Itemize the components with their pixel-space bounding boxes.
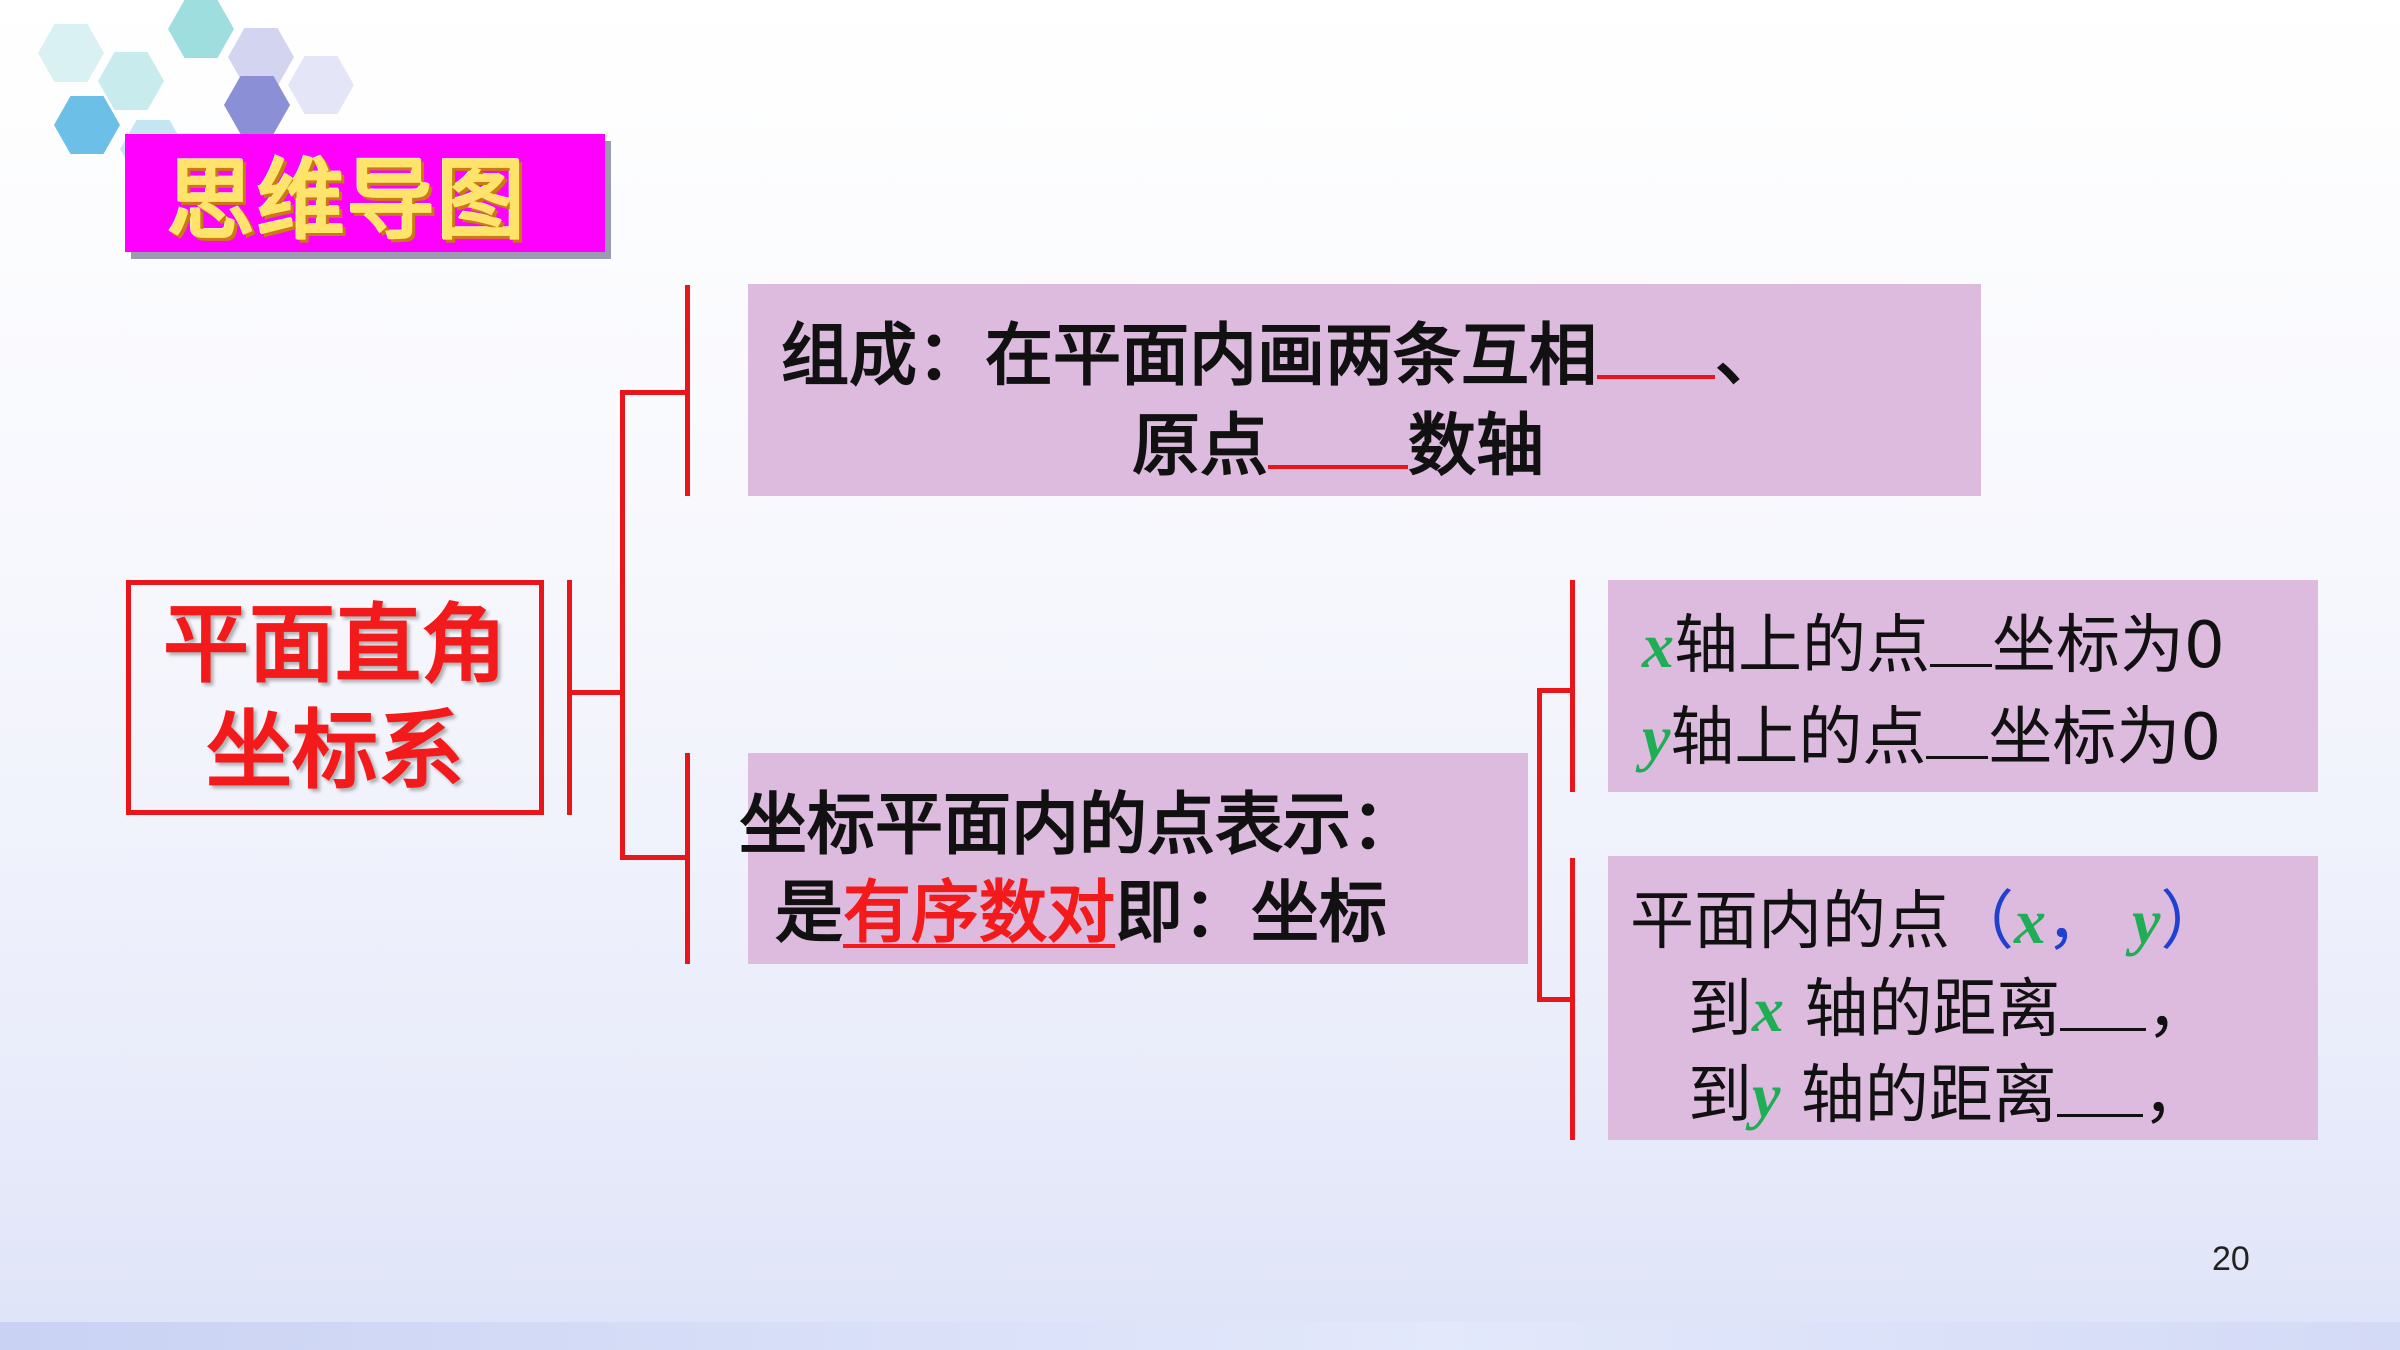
hexagon-shape xyxy=(54,96,120,154)
y-axis-coordinate-text: 坐标为0 xyxy=(1988,701,2222,775)
x-axis-coordinate-text: 坐标为0 xyxy=(1992,609,2225,683)
composition-separator: 、 xyxy=(1715,317,1784,396)
bracket-line xyxy=(1537,688,1575,693)
distance-line1: 平面内的点（x， y） xyxy=(1630,870,2224,962)
distance-line3: 到y 轴的距离 ， xyxy=(1688,1044,2207,1136)
bracket-line xyxy=(1537,690,1542,1000)
close-paren: ） xyxy=(2160,885,2225,959)
y-axis-point-text: 轴上的点 xyxy=(1670,701,1927,775)
composition-origin-text: 原点 xyxy=(1132,407,1269,486)
point-repr-line1: 坐标平面内的点表示： xyxy=(739,786,1420,865)
composition-axis-text: 数轴 xyxy=(1408,407,1545,486)
bracket-line xyxy=(620,855,690,860)
root-node-line1: 平面直角 xyxy=(163,594,507,695)
x-axis-point-line: x轴上的点坐标为0 xyxy=(1642,594,2225,686)
hexagon-shape xyxy=(98,52,164,110)
variable-y: y xyxy=(1752,1060,1781,1131)
page-title: 思维导图 xyxy=(167,148,528,252)
hexagon-shape xyxy=(38,24,104,82)
root-node-box: 平面直角 坐标系 xyxy=(126,580,544,815)
answer-blank xyxy=(1930,608,1992,667)
variable-y: y xyxy=(2132,886,2161,957)
point-representation-box: 坐标平面内的点表示： 是有序数对即：坐标 xyxy=(739,753,1528,964)
variable-y: y xyxy=(1642,702,1671,773)
distance-line2: 到x 轴的距离 ， xyxy=(1688,958,2210,1050)
answer-blank xyxy=(2060,972,2147,1031)
distance-point-text: 平面内的点 xyxy=(1630,885,1950,959)
y-axis-point-line: y轴上的点坐标为0 xyxy=(1642,686,2221,778)
bracket-line xyxy=(1570,858,1575,1140)
bracket-line xyxy=(1570,580,1575,792)
coordinate-comma: ， xyxy=(2046,885,2110,959)
answer-blank xyxy=(1926,700,1989,759)
bracket-line xyxy=(685,753,690,964)
distance-comma: ， xyxy=(2142,1059,2207,1133)
answer-blank xyxy=(1597,313,1716,379)
composition-text: 组成：在平面内画两条互相 xyxy=(781,317,1598,396)
bracket-line xyxy=(620,390,625,858)
bracket-line xyxy=(620,390,690,395)
distance-to-text: 到 xyxy=(1688,973,1752,1047)
root-node-line2: 坐标系 xyxy=(206,700,464,801)
bracket-line xyxy=(567,580,572,815)
variable-x: x xyxy=(2014,886,2046,957)
distance-box: 平面内的点（x，y） 到x 轴的距离， 到y 轴的距离， xyxy=(1608,856,2318,1140)
axis-points-box: x轴上的点坐标为0 y轴上的点坐标为0 xyxy=(1608,580,2318,792)
composition-line1: 组成：在平面内画两条互相 、 xyxy=(781,300,1783,399)
bracket-line xyxy=(685,285,690,496)
variable-x: x xyxy=(1642,610,1674,681)
variable-x: x xyxy=(1752,974,1784,1045)
page-number: 20 xyxy=(2212,1240,2250,1278)
point-repr-line2: 是有序数对即：坐标 xyxy=(775,857,1387,956)
distance-axis-text: 轴的距离 xyxy=(1780,1059,2057,1133)
distance-axis-text: 轴的距离 xyxy=(1784,973,2061,1047)
composition-box: 组成：在平面内画两条互相 、 原点 数轴 xyxy=(748,284,1981,496)
x-axis-point-text: 轴上的点 xyxy=(1674,609,1930,683)
open-paren: （ xyxy=(1950,885,2014,959)
hexagon-shape xyxy=(168,0,234,58)
hexagon-shape xyxy=(224,76,290,134)
point-repr-prefix: 是 xyxy=(775,874,844,953)
answer-blank xyxy=(1268,403,1409,469)
bracket-line xyxy=(567,690,622,695)
hexagon-shape xyxy=(288,56,354,114)
bracket-line xyxy=(1537,997,1575,1002)
distance-to-text: 到 xyxy=(1688,1059,1752,1133)
point-repr-suffix: 即：坐标 xyxy=(1115,874,1388,953)
footer-band xyxy=(0,1322,2400,1350)
answer-blank xyxy=(2056,1058,2143,1117)
distance-comma: ， xyxy=(2146,973,2211,1047)
ordered-pair-keyword: 有序数对 xyxy=(843,874,1116,953)
composition-line2: 原点 数轴 xyxy=(1132,390,1544,489)
title-badge: 思维导图 xyxy=(125,134,605,252)
